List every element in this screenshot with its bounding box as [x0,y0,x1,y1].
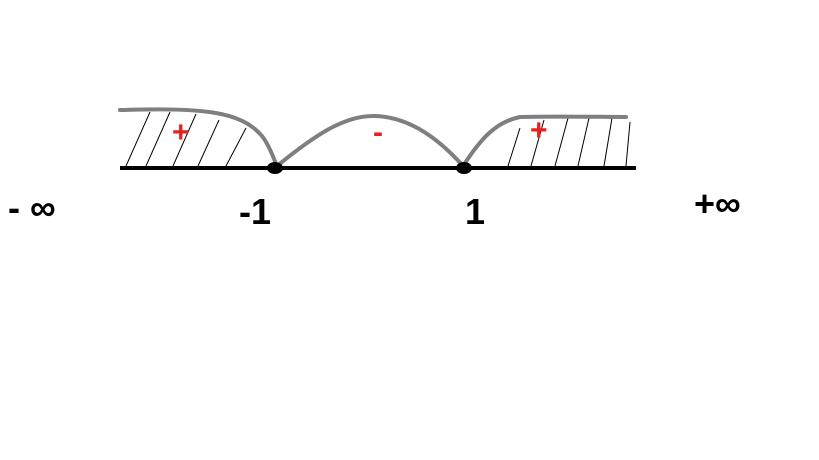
point-minus-one [267,162,283,174]
right-infinity-label: +∞ [694,183,741,224]
hatch-right [507,117,631,167]
hatch-left [125,111,247,167]
interval-sign-right: + [530,114,548,147]
left-infinity-label: - ∞ [8,187,56,228]
interval-sign-middle: - [373,116,383,149]
sign-curve [118,107,628,170]
point-label-one: 1 [465,191,486,232]
point-one [456,162,472,174]
point-label-minus-one: -1 [239,191,272,232]
interval-sign-left: + [172,116,190,149]
